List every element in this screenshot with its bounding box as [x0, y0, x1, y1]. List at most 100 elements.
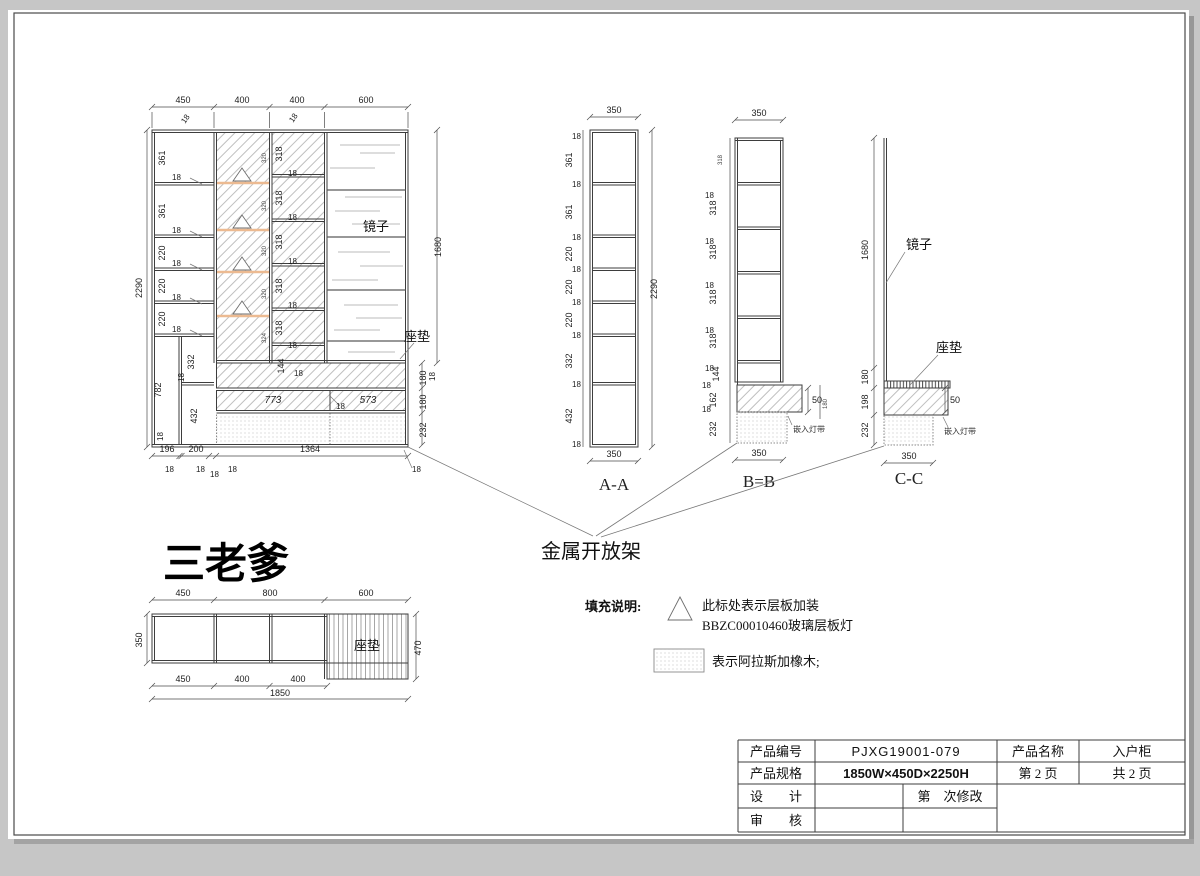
dim-label: 320: [262, 288, 268, 299]
title-block-text: 产品编号 PJXG19001-079 产品名称 入户柜 产品规格 1850W×4…: [750, 744, 1152, 828]
dim-label: 361: [564, 204, 574, 219]
dim-label: 220: [157, 278, 167, 293]
dim-label: 350: [606, 105, 621, 115]
dim-label: 18: [702, 381, 711, 390]
dim-label: 18: [705, 281, 714, 290]
dim-label: 18: [177, 373, 186, 382]
bb-shelves: [737, 182, 781, 364]
dim-label: 220: [157, 311, 167, 326]
dim-label: 18: [172, 226, 181, 235]
dim-label: 200: [188, 444, 203, 454]
bench-oak-box: [216, 412, 406, 445]
dim-label: 18: [705, 364, 714, 373]
dim-label: 1680: [433, 237, 443, 257]
dim-label: 320: [262, 245, 268, 256]
dim-label: 1364: [300, 444, 320, 454]
dim-label: 450: [175, 95, 190, 105]
field-product-code-value: PJXG19001-079: [851, 744, 960, 759]
dim-label: 318: [274, 146, 284, 161]
dim-label: 773: [265, 395, 282, 406]
section-bb: [734, 137, 803, 444]
dim-label: 220: [157, 245, 167, 260]
drawing-frame: [13, 12, 1186, 836]
dim-label: 18: [572, 180, 581, 189]
plan-view: [151, 613, 409, 680]
dim-label: 18: [572, 440, 581, 449]
dim-label: 318: [708, 244, 718, 259]
lamp-triangle-markers: [232, 167, 252, 315]
dim-label: 432: [189, 408, 199, 423]
field-product-code-label: 产品编号: [750, 744, 802, 759]
dim-label: 18: [705, 191, 714, 200]
dim-label: 18: [288, 213, 297, 222]
dim-label: 318: [274, 278, 284, 293]
paper: [8, 10, 1189, 839]
dim-label: 350: [901, 451, 916, 461]
fill-legend: 填充说明: 此标处表示层板加装 BBZC00010460玻璃层板灯 表示阿拉斯加…: [585, 596, 853, 673]
bb-oak-box: [736, 411, 788, 444]
oak-swatch: [653, 648, 705, 673]
embedded-light-label: 嵌入灯带: [944, 426, 976, 436]
dim-label: 18: [172, 293, 181, 302]
dim-label: 320: [262, 200, 268, 211]
field-product-spec-label: 产品规格: [750, 766, 802, 781]
front-dimensions: [143, 103, 594, 537]
dim-label: 318: [274, 234, 284, 249]
cc-oak-box: [883, 414, 934, 446]
dim-label: 144: [276, 358, 286, 373]
callout-leaders: [595, 442, 885, 538]
plan-cushion: [326, 613, 409, 680]
field-auditor-label: 审 核: [750, 813, 802, 828]
dim-label: 18: [172, 259, 181, 268]
dim-label: 50: [950, 395, 960, 405]
dim-label: 18: [572, 380, 581, 389]
field-product-spec-value: 1850W×450D×2250H: [843, 766, 969, 781]
bench-drawer-row: [216, 390, 406, 411]
dim-label: 350: [751, 448, 766, 458]
mirror-label: 镜子: [363, 219, 389, 234]
dim-label: 318: [708, 200, 718, 215]
section-bb-title: B=B: [743, 472, 775, 491]
aa-shelves: [592, 182, 636, 386]
dim-label: 18: [572, 233, 581, 242]
dim-label: 18: [572, 265, 581, 274]
bb-dimensions: [729, 116, 821, 464]
dim-label: 2290: [649, 279, 659, 299]
dim-label: 470: [413, 640, 423, 655]
dim-label: 350: [134, 632, 144, 647]
dim-label: 400: [234, 674, 249, 684]
field-page-number: 第 2 页: [1018, 766, 1057, 781]
dim-label: 320: [262, 152, 268, 163]
metal-shelf-callout: 金属开放架: [541, 540, 641, 563]
dim-label: 318: [718, 154, 724, 165]
dim-label: 332: [564, 353, 574, 368]
mirror-label: 镜子: [906, 237, 932, 252]
dim-label: 198: [860, 394, 870, 409]
dim-label: 232: [418, 422, 428, 437]
dim-label: 232: [860, 422, 870, 437]
dim-label: 220: [564, 312, 574, 327]
dim-label: 350: [606, 449, 621, 459]
paper-shadow-bottom: [14, 839, 1194, 844]
dim-label: 220: [564, 246, 574, 261]
dim-label: 800: [262, 588, 277, 598]
bench-cushion-row: [216, 362, 406, 389]
dim-label: 318: [708, 333, 718, 348]
field-revision-label: 第 次修改: [917, 789, 982, 804]
hatch-col3: [272, 132, 325, 361]
section-aa: [589, 129, 639, 448]
field-page-total: 共 2 页: [1112, 766, 1151, 781]
dim-label: 361: [564, 152, 574, 167]
dim-label: 600: [358, 95, 373, 105]
dim-label: 18: [428, 372, 437, 381]
cushion-label: 座垫: [354, 638, 380, 653]
dim-label: 18: [288, 341, 297, 350]
dim-label: 18: [172, 173, 181, 182]
dim-label: 180: [418, 394, 428, 409]
dim-label: 18: [572, 331, 581, 340]
bb-bench: [736, 384, 803, 413]
dim-label: 18: [705, 326, 714, 335]
legend-lamp-text-2: BBZC00010460玻璃层板灯: [702, 618, 853, 633]
section-cc-title: C-C: [895, 469, 923, 488]
